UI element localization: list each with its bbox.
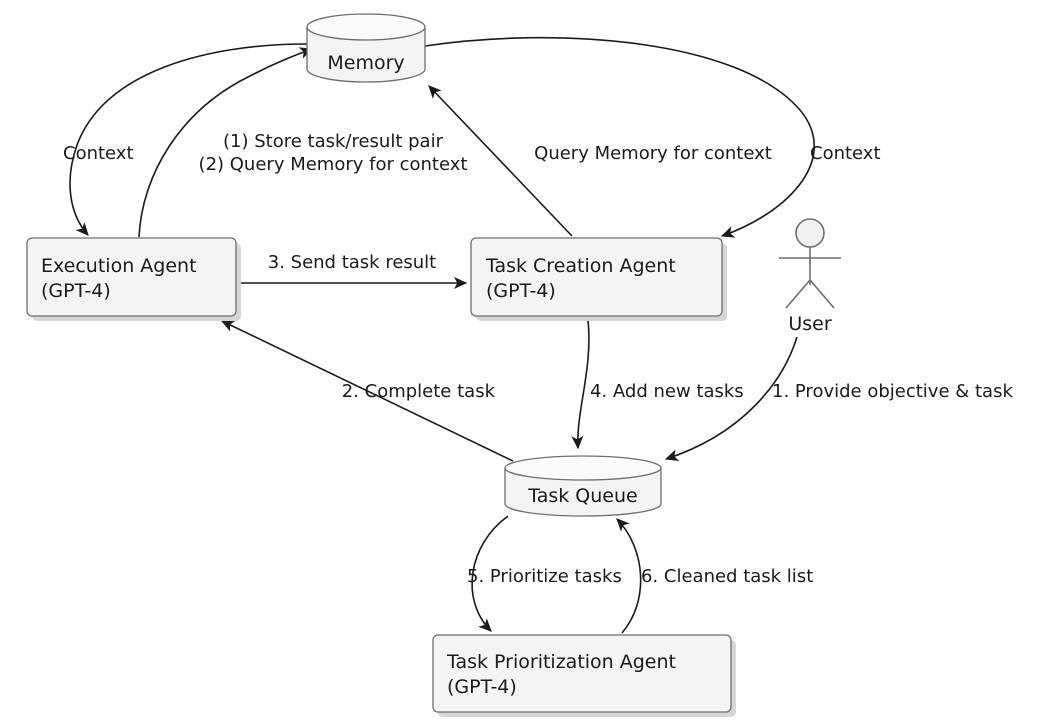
edge-line-memory-to-execution bbox=[69, 43, 308, 236]
edge-execution-agent-to-task-creation-agent: 3. Send task result bbox=[238, 252, 468, 289]
edge-memory-to-execution-agent: Context bbox=[63, 43, 308, 236]
execution-agent-label-line1: Execution Agent bbox=[41, 255, 197, 277]
user-head-icon bbox=[795, 218, 825, 248]
edge-execution-agent-to-memory: (1) Store task/result pair (2) Query Mem… bbox=[138, 47, 468, 238]
task-queue-cylinder-top bbox=[504, 455, 662, 481]
edge-label-complete-task: 2. Complete task bbox=[342, 381, 496, 402]
user-label: User bbox=[788, 313, 831, 335]
task-creation-agent-box bbox=[470, 237, 723, 317]
task-prioritization-agent-label-line1: Task Prioritization Agent bbox=[446, 651, 676, 673]
task-creation-agent-label-line2: (GPT-4) bbox=[486, 280, 556, 302]
edge-line-add-new-tasks bbox=[571, 319, 590, 450]
task-creation-agent-label-line1: Task Creation Agent bbox=[485, 255, 676, 277]
edge-line-execution-to-memory bbox=[138, 47, 314, 238]
node-task-queue[interactable]: Task Queue bbox=[504, 455, 662, 517]
edge-label-provide-objective-and-task: 1. Provide objective & task bbox=[772, 381, 1013, 402]
execution-agent-box bbox=[26, 237, 237, 317]
edge-task-queue-to-execution-agent: 2. Complete task bbox=[220, 320, 514, 462]
task-queue-label: Task Queue bbox=[527, 485, 637, 507]
edge-label-query-memory-for-context-execution: (2) Query Memory for context bbox=[199, 154, 468, 175]
edge-label-query-memory-for-context-creation: Query Memory for context bbox=[534, 143, 772, 164]
edge-line-creation-to-memory bbox=[428, 85, 573, 237]
edge-memory-to-task-creation-agent: Context bbox=[424, 36, 881, 238]
memory-cylinder-body bbox=[306, 26, 426, 83]
memory-label: Memory bbox=[327, 52, 404, 74]
edge-task-creation-agent-to-task-queue: 4. Add new tasks bbox=[571, 319, 744, 450]
edge-task-queue-to-task-prioritization-agent: 5. Prioritize tasks bbox=[467, 515, 622, 632]
node-task-creation-agent[interactable]: Task Creation Agent (GPT-4) bbox=[470, 237, 727, 321]
task-prioritization-agent-box bbox=[432, 634, 732, 713]
edge-line-provide-objective bbox=[664, 336, 798, 461]
edge-line-prioritize-tasks bbox=[471, 515, 509, 632]
edge-label-context-execution: Context bbox=[63, 143, 134, 164]
edge-label-store-task-result-pair: (1) Store task/result pair bbox=[223, 131, 444, 152]
execution-agent-label-line2: (GPT-4) bbox=[41, 280, 111, 302]
edge-label-add-new-tasks: 4. Add new tasks bbox=[590, 381, 744, 402]
memory-cylinder-top bbox=[306, 13, 426, 41]
edge-task-creation-agent-to-memory: Query Memory for context bbox=[428, 85, 772, 237]
edge-task-prioritization-agent-to-task-queue: 6. Cleaned task list bbox=[616, 518, 813, 634]
edge-label-cleaned-task-list: 6. Cleaned task list bbox=[641, 566, 813, 587]
node-execution-agent[interactable]: Execution Agent (GPT-4) bbox=[26, 237, 241, 321]
edge-line-cleaned-task-list bbox=[616, 518, 642, 634]
edge-user-to-task-queue: 1. Provide objective & task bbox=[664, 336, 1013, 461]
edge-label-prioritize-tasks: 5. Prioritize tasks bbox=[467, 566, 622, 587]
edge-line-complete-task bbox=[220, 320, 514, 462]
task-queue-cylinder-body bbox=[504, 467, 662, 517]
task-prioritization-agent-label-line2: (GPT-4) bbox=[447, 676, 517, 698]
user-legs-icon bbox=[785, 278, 835, 309]
node-task-prioritization-agent[interactable]: Task Prioritization Agent (GPT-4) bbox=[432, 634, 736, 717]
node-memory[interactable]: Memory bbox=[306, 13, 426, 83]
node-user-actor[interactable]: User bbox=[779, 218, 841, 335]
edge-line-memory-to-creation bbox=[424, 36, 815, 238]
edge-label-send-task-result: 3. Send task result bbox=[268, 252, 437, 273]
edge-label-context-creation: Context bbox=[810, 143, 881, 164]
